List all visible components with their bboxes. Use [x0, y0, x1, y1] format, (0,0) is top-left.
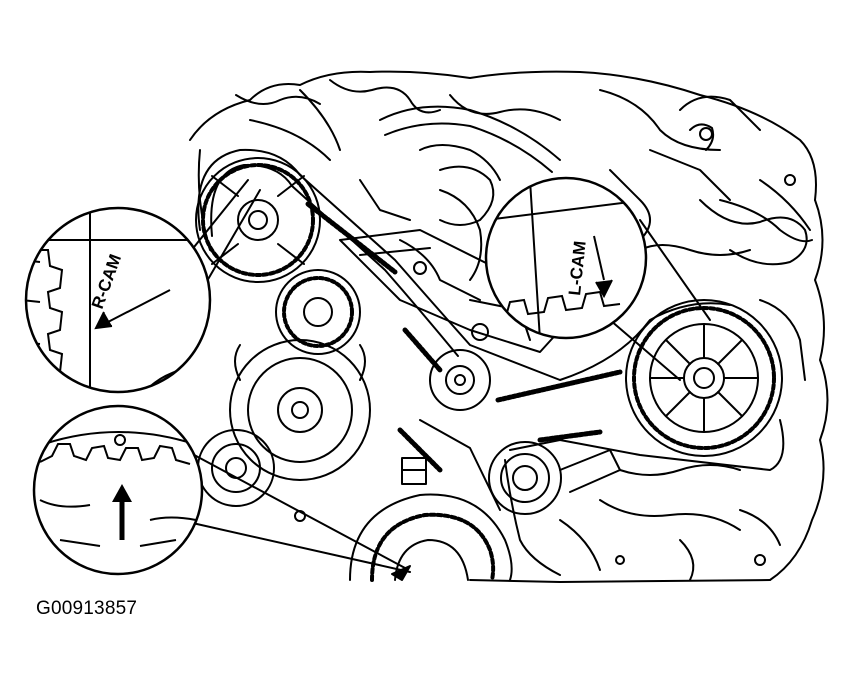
r-cam-callout: R-CAM — [24, 206, 212, 394]
idler-pulley-upper — [275, 269, 361, 355]
l-cam-callout: L-CAM — [484, 176, 648, 340]
water-pump-pulley — [229, 339, 371, 481]
crankshaft-callout — [32, 404, 204, 576]
figure-code: G00913857 — [36, 598, 138, 619]
leader-line-crank — [169, 441, 411, 573]
tensioner-pulley — [488, 441, 621, 515]
leader-line-l-cam — [609, 219, 711, 381]
crankshaft-pulley — [349, 457, 513, 582]
crank-mark-arrow — [391, 565, 411, 581]
idler-pulley-center — [429, 349, 491, 411]
timing-belt — [197, 148, 785, 511]
engine-block — [189, 70, 829, 583]
left-camshaft-pulley — [625, 299, 783, 457]
